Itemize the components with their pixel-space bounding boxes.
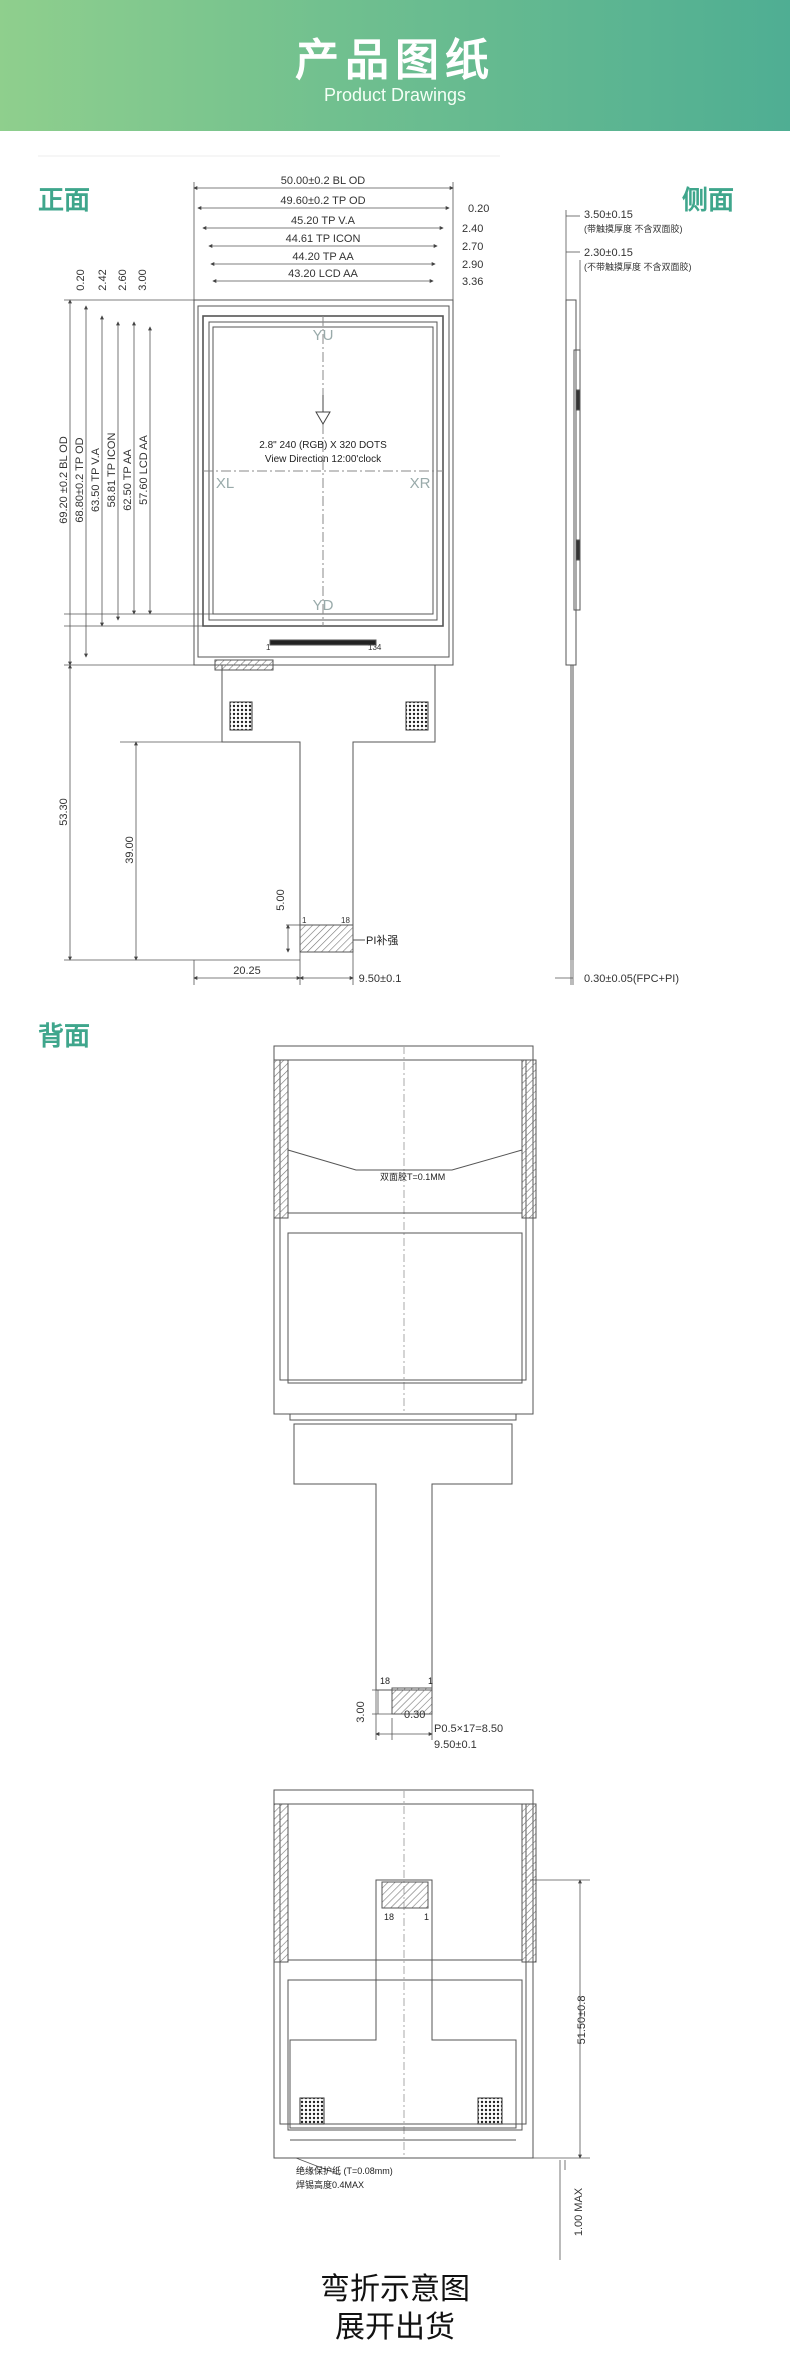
bend-note-insulation: 绝缘保护纸 (T=0.08mm): [296, 2165, 393, 2176]
dim-right-5: 3.36: [462, 276, 483, 288]
dim-lcd-aa-height: 57.60 LCD AA: [138, 434, 150, 504]
bend-note-solder: 焊锡高度0.4MAX: [296, 2179, 364, 2190]
header-banner: 产品图纸 Product Drawings: [0, 0, 790, 131]
side-thickness-without-touch: 2.30±0.15: [584, 247, 633, 259]
dim-left-small-4: 3.00: [137, 269, 149, 290]
label-xr: XR: [410, 475, 431, 492]
dim-right-1: 0.20: [468, 203, 489, 215]
dim-tp-od-height: 68.80±0.2 TP OD: [74, 437, 86, 522]
front-dimension-lines: [64, 182, 454, 985]
side-thickness-with-touch: 3.50±0.15: [584, 209, 633, 221]
dim-tp-icon-width: 44.61 TP ICON: [286, 233, 361, 245]
label-xl: XL: [216, 475, 234, 492]
bend-pin-right: 1: [424, 1912, 429, 1922]
front-view: [193, 299, 454, 953]
fpc-pin-first: 1: [266, 643, 271, 652]
tail-pin-first: 1: [302, 916, 307, 925]
dim-lcd-aa-width: 43.20 LCD AA: [288, 268, 358, 280]
back-dim-030: 0.30: [404, 1709, 425, 1721]
section-front-title: 正面: [38, 186, 91, 216]
dim-right-2: 2.40: [462, 223, 483, 235]
lcd-resolution-text: 2.8" 240 (RGB) X 320 DOTS: [259, 440, 387, 451]
back-dim-width: 9.50±0.1: [434, 1739, 477, 1751]
dim-tp-aa-height: 62.50 TP AA: [122, 449, 134, 511]
dim-tp-aa-width: 44.20 TP AA: [292, 251, 354, 263]
fpc-pin-last: 134: [368, 643, 382, 652]
header-title: 产品图纸: [295, 35, 495, 86]
pi-stiffener-label: PI补强: [366, 934, 398, 947]
back-view: [273, 1045, 537, 1740]
dim-fpc-offset: 20.25: [233, 965, 261, 977]
back-dim-pitch: P0.5×17=8.50: [434, 1723, 503, 1735]
side-thickness-without-touch-note: (不带触摸厚度 不含双面胶): [584, 261, 692, 272]
dim-left-small-1: 0.20: [75, 269, 87, 290]
bl-outline: [193, 299, 454, 666]
dim-right-3: 2.70: [462, 241, 483, 253]
dim-fpc-tail-height: 39.00: [124, 836, 136, 864]
dim-fpc-total-height: 53.30: [58, 798, 70, 826]
dim-pi-height: 5.00: [275, 889, 287, 910]
back-dim-300: 3.00: [355, 1701, 367, 1722]
label-yu: YU: [313, 327, 334, 344]
section-side-title: 侧面: [682, 186, 735, 216]
dim-tp-icon-height: 58.81 TP ICON: [106, 433, 118, 508]
lcd-view-direction-text: View Direction 12:00'clock: [265, 454, 382, 465]
back-pin-left: 18: [380, 1676, 390, 1686]
dim-fpc-width: 9.50±0.1: [359, 973, 402, 985]
dim-bl-od-width: 50.00±0.2 BL OD: [281, 175, 366, 187]
pi-stiffener: [299, 924, 354, 953]
dim-right-4: 2.90: [462, 259, 483, 271]
side-thickness-with-touch-note: (带触摸厚度 不含双面胶): [584, 223, 683, 234]
dim-left-small-2: 2.42: [97, 269, 109, 290]
bend-dim-max: 1.00 MAX: [573, 2187, 585, 2236]
caption-bend-diagram: 弯折示意图: [320, 2272, 470, 2307]
dim-left-small-3: 2.60: [117, 269, 129, 290]
bend-dim-length: 51.50±0.8: [576, 1996, 588, 2045]
caption-unfolded-shipping: 展开出货: [335, 2310, 455, 2345]
dim-bl-od-height: 69.20 ±0.2 BL OD: [58, 436, 70, 524]
dim-tp-od-width: 49.60±0.2 TP OD: [280, 195, 365, 207]
back-tape-label: 双面胶T=0.1MM: [380, 1171, 445, 1182]
back-pin-right: 1: [428, 1676, 433, 1686]
side-view: [555, 210, 581, 985]
section-back-title: 背面: [38, 1022, 91, 1052]
dim-tp-va-width: 45.20 TP V.A: [291, 215, 356, 227]
label-yd: YD: [313, 597, 334, 614]
bend-view: [273, 1789, 590, 2260]
tail-pin-last: 18: [341, 916, 350, 925]
driver-ic: [269, 639, 377, 646]
dim-tp-va-height: 63.50 TP V.A: [90, 447, 102, 512]
side-fpc-thickness: 0.30±0.05(FPC+PI): [584, 973, 679, 985]
header-subtitle: Product Drawings: [323, 85, 467, 105]
bend-pin-left: 18: [384, 1912, 394, 1922]
